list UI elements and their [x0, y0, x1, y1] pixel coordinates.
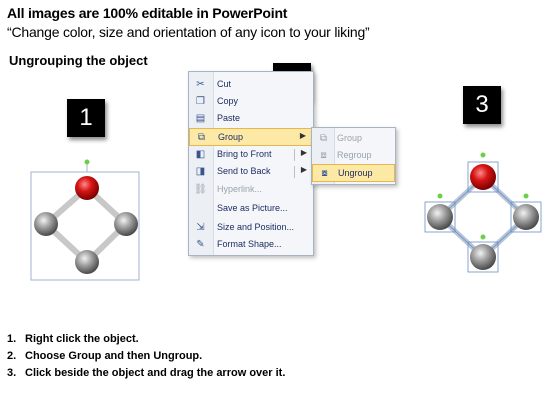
instruction-list: 1.Right click the object. 2.Choose Group…	[7, 333, 285, 384]
scissors-icon: ✂	[196, 79, 205, 90]
group-icon: ⧉	[319, 133, 328, 144]
grey-ball-right-selected[interactable]	[510, 193, 542, 233]
red-ball[interactable]	[75, 176, 99, 200]
group-submenu: ⧉ Group ⧈ Regroup ⧇ Ungroup	[311, 127, 396, 185]
grey-ball-right[interactable]	[114, 212, 138, 236]
instruction-item: 1.Right click the object.	[7, 333, 139, 345]
grey-ball-bottom-selected[interactable]	[467, 234, 499, 273]
ungroup-icon: ⧇	[321, 168, 328, 179]
instruction-item: 2.Choose Group and then Ungroup.	[7, 350, 203, 362]
menu-item-cut[interactable]: ✂ Cut	[189, 76, 313, 94]
chevron-right-icon: ▶	[300, 165, 307, 174]
section-heading: Ungrouping the object	[9, 53, 148, 68]
format-shape-icon: ✎	[196, 239, 205, 250]
menu-item-save-as-picture[interactable]: Save as Picture...	[217, 203, 288, 213]
page-title: All images are 100% editable in PowerPoi…	[7, 5, 288, 21]
submenu-item-ungroup[interactable]: ⧇ Ungroup	[312, 164, 395, 182]
menu-item-bring-to-front[interactable]: ◧ Bring to Front ▶	[195, 148, 307, 161]
selection-frame	[30, 171, 140, 281]
menu-item-paste[interactable]: ▤ Paste	[195, 113, 241, 124]
regroup-icon: ⧈	[320, 150, 327, 161]
paste-icon: ▤	[195, 113, 206, 124]
grey-ball-left[interactable]	[34, 212, 58, 236]
copy-icon: ❐	[196, 96, 205, 107]
step-badge-1: 1	[67, 99, 105, 137]
grey-ball-left-selected[interactable]	[424, 193, 456, 233]
instruction-item: 3.Click beside the object and drag the a…	[7, 367, 286, 379]
red-ball-selected[interactable]	[467, 152, 499, 193]
step-badge-3: 3	[463, 86, 501, 124]
size-position-icon: ⇲	[196, 222, 205, 233]
menu-item-format-shape[interactable]: ✎ Format Shape...	[189, 236, 313, 254]
chevron-right-icon: ▶	[300, 148, 307, 157]
menu-item-size-and-position[interactable]: ⇲ Size and Position...	[189, 219, 313, 237]
menu-item-send-to-back[interactable]: ◨ Send to Back ▶	[195, 165, 307, 178]
ungrouped-object[interactable]	[420, 150, 552, 280]
submenu-item-regroup[interactable]: ⧈ Regroup	[312, 147, 395, 165]
hyperlink-icon: ⛓	[194, 184, 207, 195]
context-menu: ✂ Cut ❐ Copy ▤ Paste ⧉ Group ▶ ◧ Bring t…	[188, 71, 314, 256]
grouped-object[interactable]	[28, 158, 146, 283]
page-subtitle: “Change color, size and orientation of a…	[7, 24, 370, 40]
menu-item-copy[interactable]: ❐ Copy	[189, 93, 313, 111]
rotation-handle[interactable]	[84, 159, 90, 165]
send-back-icon: ◨	[195, 166, 206, 177]
group-icon: ⧉	[197, 132, 206, 143]
submenu-item-group[interactable]: ⧉ Group	[312, 130, 395, 148]
chevron-right-icon: ▶	[299, 131, 306, 140]
menu-item-hyperlink[interactable]: ⛓ Hyperlink...	[194, 184, 263, 195]
bring-front-icon: ◧	[195, 149, 206, 160]
menu-item-group[interactable]: ⧉ Group ▶	[189, 128, 313, 146]
grey-ball-bottom[interactable]	[75, 250, 99, 274]
